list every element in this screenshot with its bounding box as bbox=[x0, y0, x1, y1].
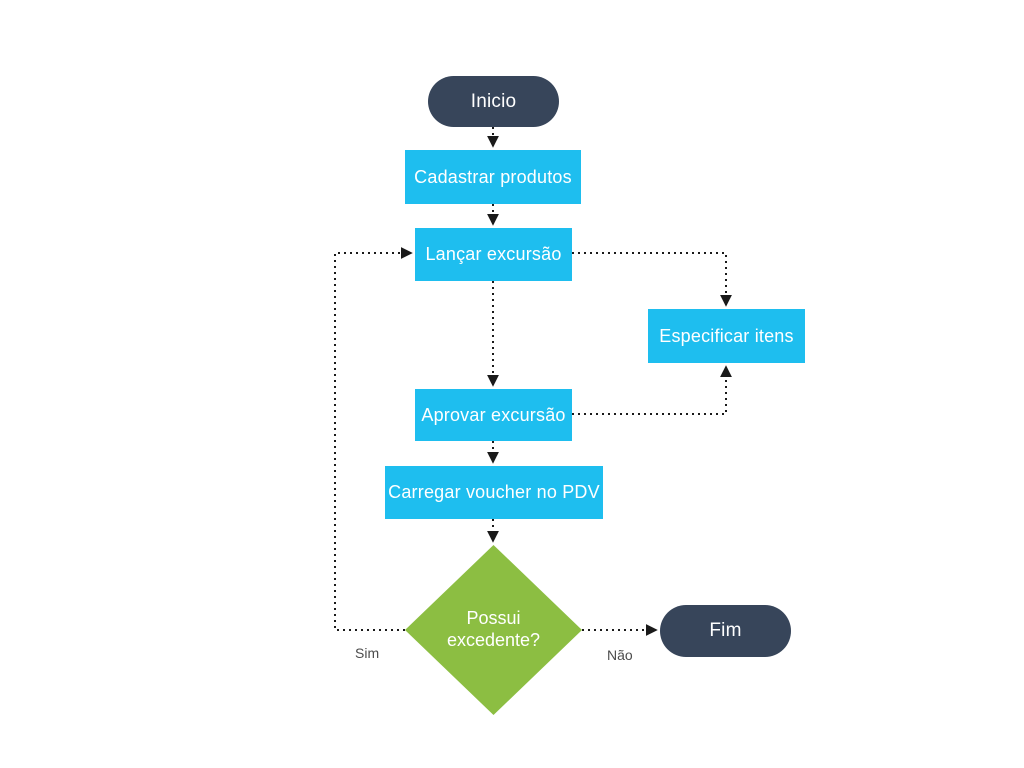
node-lancar-excursao-label: Lançar excursão bbox=[425, 244, 562, 265]
node-cadastrar-produtos[interactable]: Cadastrar produtos bbox=[405, 150, 581, 204]
diamond-icon bbox=[405, 545, 582, 715]
node-carregar-voucher-no-pdv-label: Carregar voucher no PDV bbox=[388, 482, 600, 503]
edge-label-sim: Sim bbox=[355, 645, 380, 661]
node-cadastrar-produtos-label: Cadastrar produtos bbox=[414, 166, 572, 187]
node-aprovar-excursao[interactable]: Aprovar excursão bbox=[415, 389, 572, 441]
node-start-label: Inicio bbox=[470, 90, 517, 112]
node-lancar-excursao[interactable]: Lançar excursão bbox=[415, 228, 572, 281]
node-aprovar-excursao-label: Aprovar excursão bbox=[421, 404, 566, 425]
node-carregar-voucher-no-pdv[interactable]: Carregar voucher no PDV bbox=[385, 466, 603, 519]
node-possui-excedente-label: Possui excedente? bbox=[446, 608, 541, 650]
edge-label-nao: Não bbox=[607, 647, 633, 663]
edge-especificar-to-aprovar bbox=[572, 365, 732, 415]
node-end[interactable]: Fim bbox=[660, 605, 791, 657]
node-start[interactable]: Inicio bbox=[428, 76, 559, 127]
node-possui-excedente-decision[interactable]: Possui excedente? bbox=[405, 545, 582, 715]
node-especificar-itens-label: Especificar itens bbox=[659, 325, 794, 346]
edge-decision-to-lancar-sim bbox=[334, 247, 413, 631]
node-especificar-itens[interactable]: Especificar itens bbox=[648, 309, 805, 363]
node-end-label: Fim bbox=[709, 620, 742, 642]
edge-lancar-to-especificar bbox=[572, 252, 732, 307]
